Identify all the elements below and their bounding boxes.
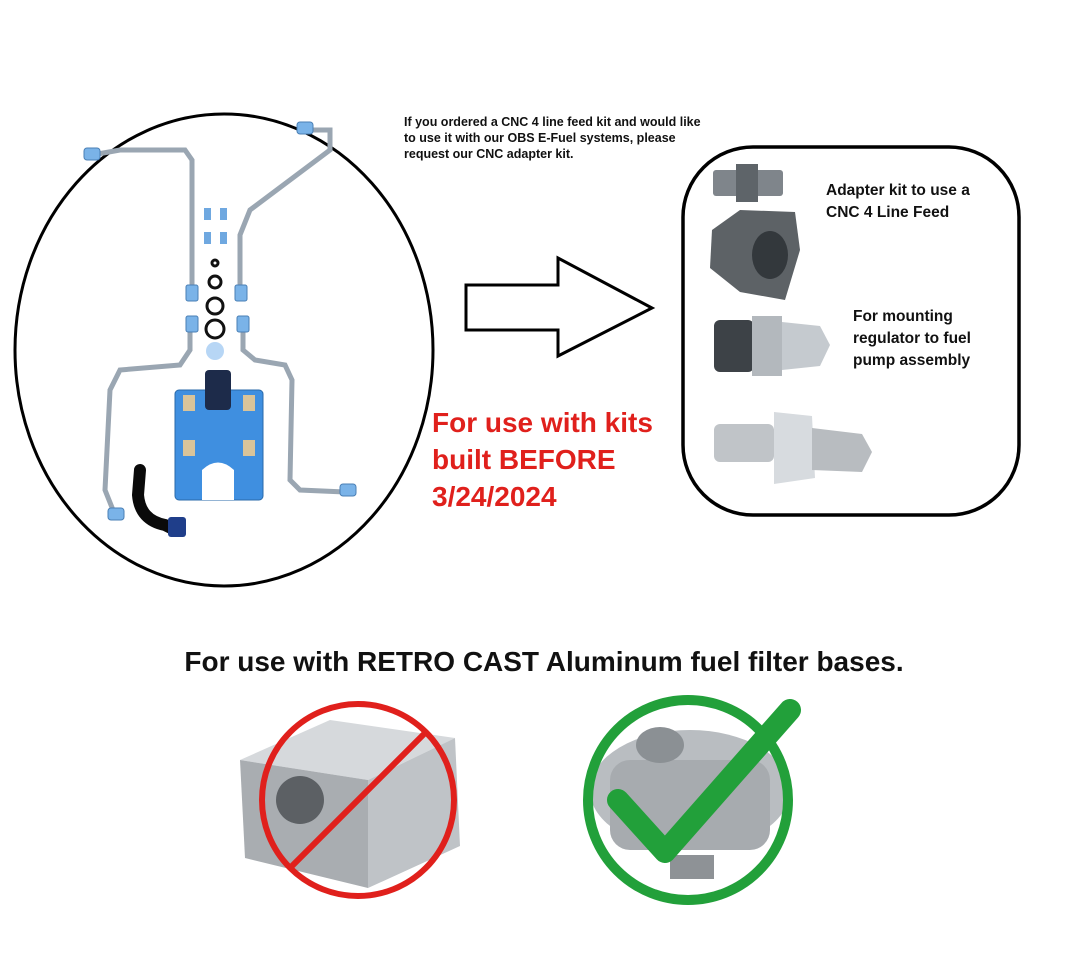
regulator-caption: For mounting regulator to fuel pump asse… [853, 308, 971, 369]
black-hose [131, 464, 181, 536]
adapter-caption: Adapter kit to use a CNC 4 Line Feed [826, 182, 970, 221]
prohibited-icon [259, 701, 457, 899]
o-rings [204, 258, 226, 340]
line-fittings [83, 121, 357, 521]
before-date-note: For use with kits built BEFORE 3/24/2024 [432, 404, 692, 515]
check-icon [583, 695, 801, 905]
orb-fitting [714, 316, 830, 376]
fuel-lines [89, 127, 348, 518]
cnc-kit-oval [13, 112, 435, 588]
fuel-distribution-block [174, 370, 264, 501]
right-arrow-icon [464, 255, 656, 359]
hex-bushing [710, 210, 800, 300]
adapter-kit-box [681, 145, 1021, 517]
retro-cast-headline: For use with RETRO CAST Aluminum fuel fi… [184, 646, 904, 677]
before-note-line-2: built BEFORE [432, 444, 616, 475]
before-note-line-3: 3/24/2024 [432, 481, 557, 512]
adapter-nipple [713, 164, 783, 202]
cnc-kit-note: If you ordered a CNC 4 line feed kit and… [404, 115, 701, 161]
before-note-line-1: For use with kits [432, 407, 653, 438]
npt-flare-fitting [714, 412, 872, 484]
bolts [204, 208, 227, 244]
